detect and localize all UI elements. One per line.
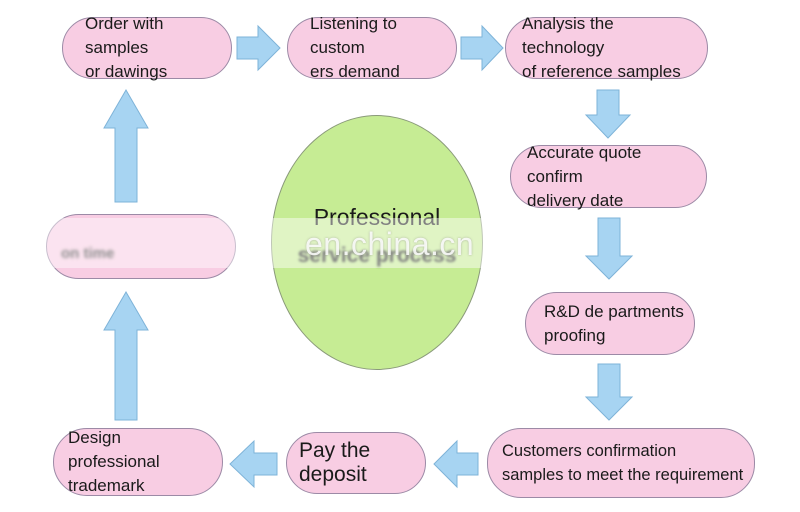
step-listening-to-customers: Listening to custom ers demand (287, 14, 457, 81)
step-label-line1: Analysis the technology (522, 14, 614, 57)
center-ellipse (271, 115, 483, 370)
watermark-band (40, 218, 585, 268)
step-label-line2: delivery date (527, 190, 624, 210)
step-label-line2: proofing (544, 325, 606, 345)
step-order-with-samples: Order with samples or dawings (62, 14, 232, 81)
step-design-trademark: Design professional trademark (53, 428, 223, 496)
arrow-down-3 (584, 363, 634, 421)
step-label-line1: Design professional (68, 428, 160, 471)
step-label-line1: Order with samples (85, 14, 164, 57)
step-label-line2: of reference samples (522, 62, 681, 81)
step-label-line1: Customers confirmation (502, 442, 677, 460)
step-label-line1: Listening to custom (310, 14, 397, 57)
watermark-text: en.china.cn (305, 226, 475, 262)
step-label-line1: Pay the deposit (299, 439, 371, 486)
step-label-line2: samples to meet the requirement (502, 466, 744, 484)
step-analysis-technology: Analysis the technology of reference sam… (505, 14, 708, 81)
arrow-left-1 (433, 439, 479, 489)
step-pay-deposit: Pay the deposit (286, 432, 426, 494)
step-rnd-proofing: R&D de partments proofing (525, 292, 695, 355)
arrow-up-1 (103, 291, 149, 421)
step-accurate-quote: Accurate quote confirm delivery date (510, 143, 707, 210)
step-label-line2: ers demand (310, 62, 400, 81)
step-label-line1: Accurate quote confirm (527, 142, 642, 186)
step-label-line2: trademark (68, 476, 145, 495)
arrow-down-1 (584, 89, 632, 139)
step-label-line1: R&D de partments (544, 301, 684, 321)
center-title: Professional (313, 204, 441, 230)
step-customers-confirmation: Customers confirmation samples to meet t… (487, 428, 755, 498)
arrow-right-1 (236, 24, 281, 72)
step-label-line2: or dawings (85, 62, 168, 81)
arrow-down-2 (584, 217, 634, 280)
step-label-line1: on time (61, 244, 115, 262)
arrow-left-2 (229, 439, 278, 489)
center-subtitle: service process (297, 244, 457, 267)
step-on-time: on time (46, 214, 236, 279)
arrow-right-2 (460, 24, 504, 72)
arrow-up-2 (103, 89, 149, 203)
